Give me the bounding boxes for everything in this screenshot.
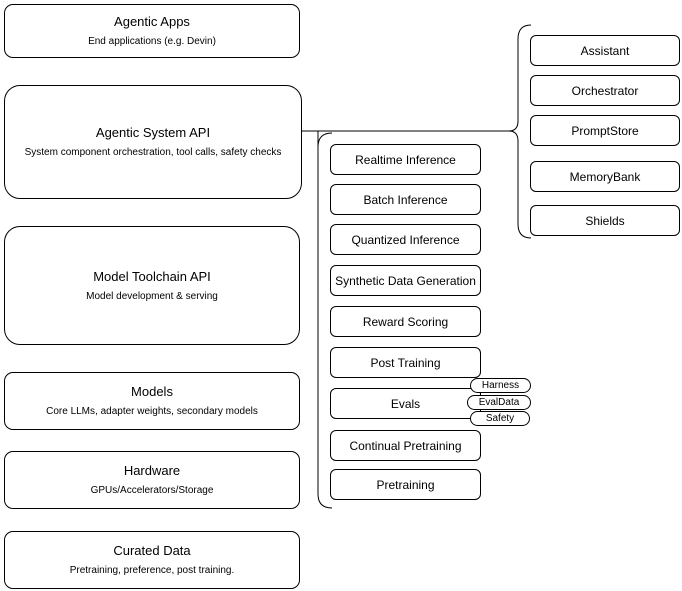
layer-hardware: Hardware GPUs/Accelerators/Storage [4, 451, 300, 509]
system-component-label: Orchestrator [571, 83, 639, 98]
toolchain-item-label: Quantized Inference [351, 232, 460, 247]
layer-subtitle: Model development & serving [86, 290, 218, 302]
toolchain-item-label: Synthetic Data Generation [335, 273, 476, 288]
toolchain-item-evals: Evals [330, 388, 481, 419]
system-component-promptstore: PromptStore [530, 115, 680, 146]
toolchain-item-synthetic-data-generation: Synthetic Data Generation [330, 265, 481, 296]
system-component-orchestrator: Orchestrator [530, 75, 680, 106]
system-component-label: PromptStore [571, 123, 639, 138]
layer-agentic-system-api: Agentic System API System component orch… [4, 85, 302, 199]
toolchain-item-batch-inference: Batch Inference [330, 184, 481, 215]
layer-subtitle: End applications (e.g. Devin) [88, 36, 216, 47]
system-component-label: MemoryBank [569, 169, 641, 184]
system-component-label: Assistant [580, 43, 630, 58]
toolchain-item-quantized-inference: Quantized Inference [330, 224, 481, 255]
layer-subtitle: Core LLMs, adapter weights, secondary mo… [46, 406, 258, 417]
layer-models: Models Core LLMs, adapter weights, secon… [4, 372, 300, 430]
layer-subtitle: Pretraining, preference, post training. [69, 565, 235, 576]
evals-tag-label: Safety [485, 413, 515, 424]
toolchain-item-label: Realtime Inference [355, 152, 456, 167]
layer-agentic-apps: Agentic Apps End applications (e.g. Devi… [4, 4, 300, 58]
evals-tag-safety: Safety [470, 411, 530, 426]
layer-curated-data: Curated Data Pretraining, preference, po… [4, 531, 300, 589]
system-component-assistant: Assistant [530, 35, 680, 66]
system-component-memorybank: MemoryBank [530, 161, 680, 192]
layer-title: Models [131, 384, 173, 399]
toolchain-item-label: Pretraining [376, 477, 435, 492]
toolchain-item-realtime-inference: Realtime Inference [330, 144, 481, 175]
layer-subtitle: GPUs/Accelerators/Storage [90, 485, 214, 496]
toolchain-item-label: Post Training [370, 355, 441, 370]
system-component-shields: Shields [530, 205, 680, 236]
layer-subtitle: System component orchestration, tool cal… [24, 147, 282, 158]
toolchain-item-pretraining: Pretraining [330, 469, 481, 500]
evals-tag-evaldata: EvalData [467, 395, 531, 410]
toolchain-item-label: Batch Inference [363, 192, 448, 207]
evals-tag-label: Harness [481, 380, 520, 391]
evals-tag-harness: Harness [470, 378, 531, 393]
toolchain-item-label: Reward Scoring [362, 314, 449, 329]
layer-model-toolchain-api: Model Toolchain API Model development & … [4, 226, 300, 345]
toolchain-item-label: Evals [390, 396, 421, 411]
system-components-bracket [508, 24, 532, 239]
layer-title: Agentic System API [95, 125, 211, 140]
toolchain-item-label: Continual Pretraining [349, 438, 462, 453]
toolchain-item-continual-pretraining: Continual Pretraining [330, 430, 481, 461]
toolchain-item-reward-scoring: Reward Scoring [330, 306, 481, 337]
toolchain-item-post-training: Post Training [330, 347, 481, 378]
layer-title: Agentic Apps [114, 14, 190, 29]
system-component-label: Shields [585, 213, 625, 228]
layer-title: Hardware [123, 463, 181, 478]
layer-title: Model Toolchain API [93, 268, 211, 284]
evals-tag-label: EvalData [478, 397, 520, 408]
layer-title: Curated Data [113, 543, 191, 558]
